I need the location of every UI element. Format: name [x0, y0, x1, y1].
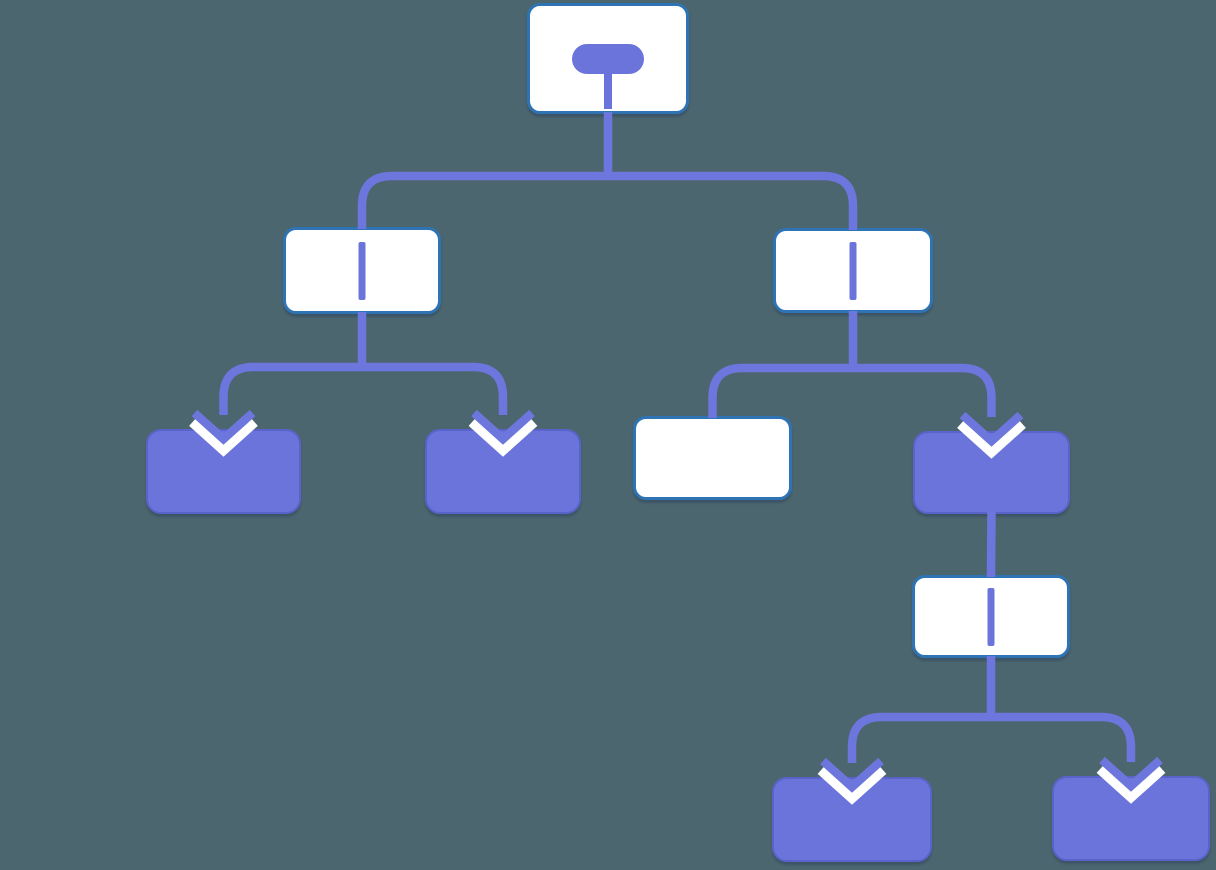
node-leaf-3[interactable] — [913, 431, 1070, 514]
vertical-tick-icon — [358, 241, 366, 300]
edge-left-split-bar — [219, 362, 508, 415]
vertical-tick-icon — [987, 587, 995, 646]
pill-stem-icon-stem — [604, 70, 612, 109]
node-leaf-5[interactable] — [1052, 776, 1210, 861]
node-branch-right[interactable] — [773, 228, 933, 313]
vertical-tick-icon — [849, 241, 857, 300]
edge-right-split-bar — [708, 363, 996, 418]
node-empty-card[interactable] — [633, 416, 792, 500]
edge-root-split-bar — [357, 171, 858, 230]
pill-stem-icon — [572, 44, 644, 74]
node-branch-bottom[interactable] — [912, 575, 1070, 658]
edge-bottom-split-bar — [847, 712, 1136, 763]
node-leaf-1[interactable] — [146, 429, 301, 514]
node-root[interactable] — [527, 3, 689, 114]
edge-chain-down — [986, 511, 996, 578]
node-leaf-2[interactable] — [425, 429, 581, 514]
node-branch-left[interactable] — [283, 227, 441, 314]
node-leaf-4[interactable] — [772, 777, 932, 862]
